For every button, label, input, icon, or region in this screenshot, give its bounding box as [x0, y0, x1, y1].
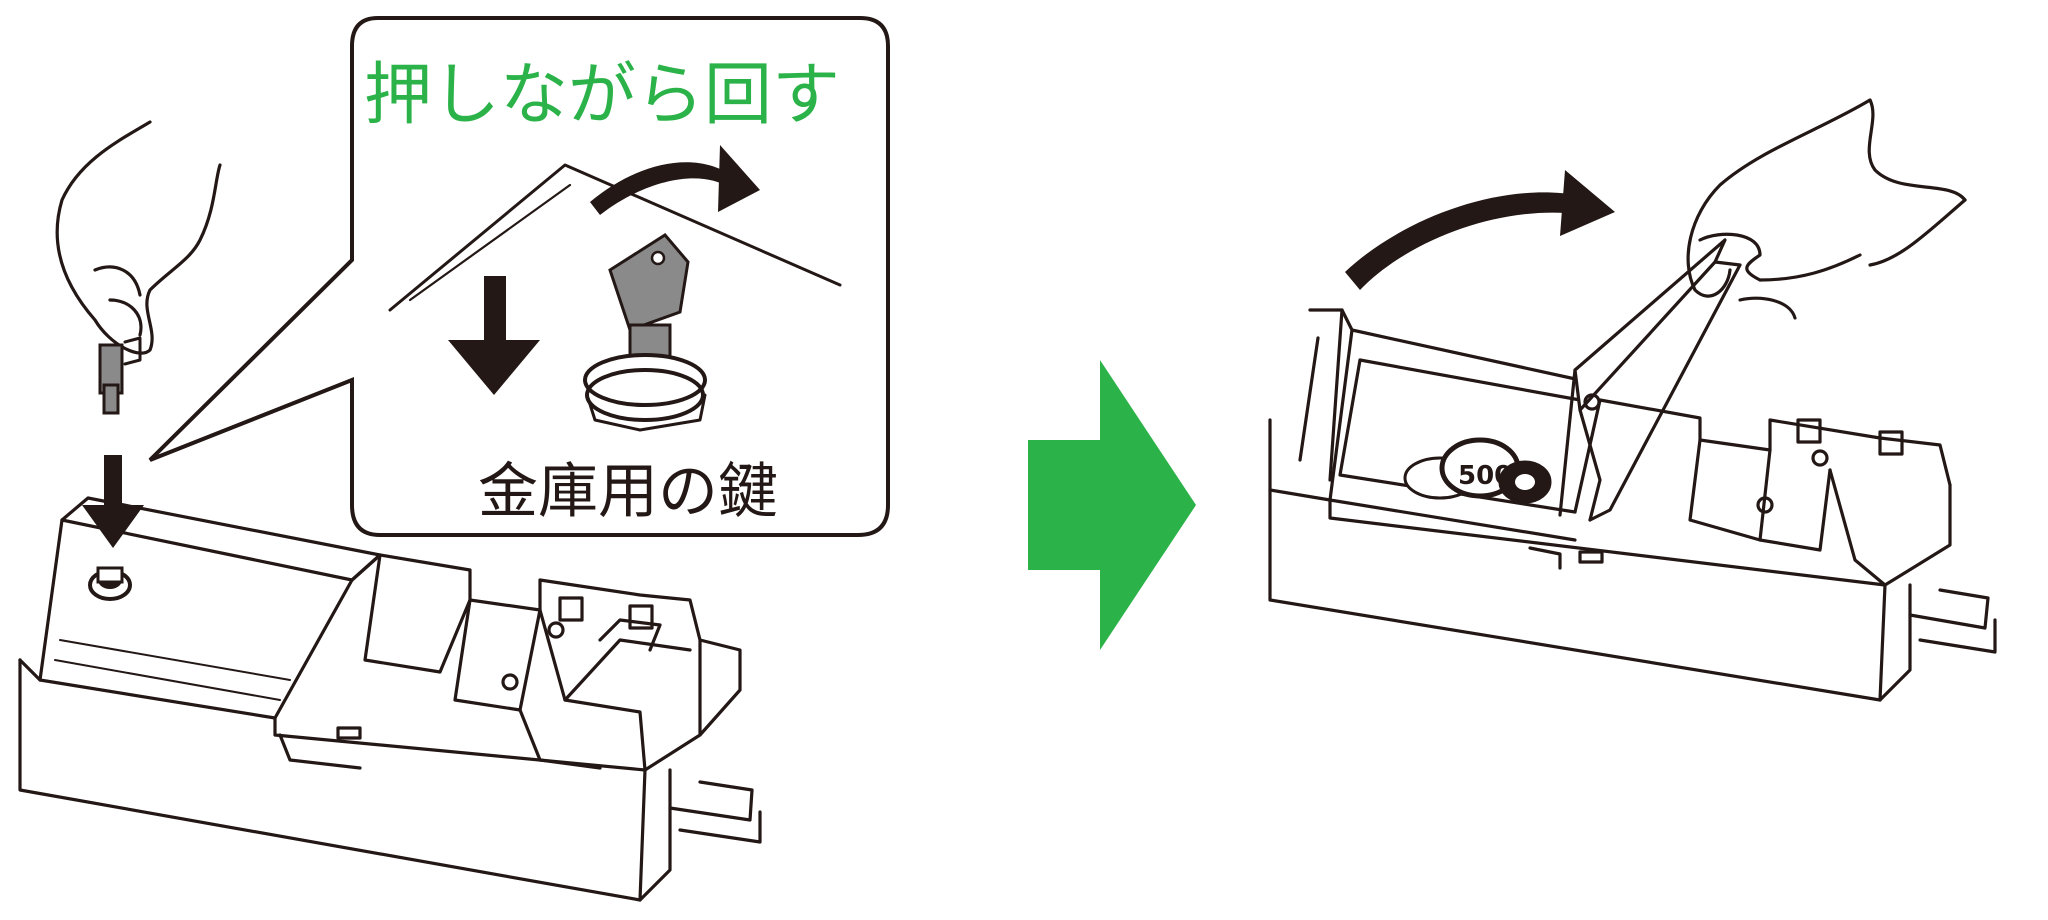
- lid-lock: [88, 566, 132, 601]
- key-label: 金庫用の鍵: [478, 457, 778, 527]
- push-down-icon: [448, 276, 540, 395]
- green-right-arrow-icon: [1028, 360, 1196, 650]
- instruction-label: 押しながら回す: [364, 56, 840, 135]
- lift-arrow-icon: [1345, 170, 1615, 290]
- curved-arrow-icon: [590, 145, 760, 215]
- raised-lid: [1558, 238, 1742, 522]
- opened-cash-box: [1268, 308, 1997, 702]
- key-in-lock: [583, 233, 707, 432]
- right-panel: 500: [1268, 98, 1997, 702]
- closed-cash-box: [18, 496, 762, 902]
- lifting-hand: [1686, 98, 1967, 320]
- down-arrow-icon: [82, 455, 144, 548]
- hand-with-key: [55, 120, 222, 415]
- left-panel: 押しながら回す 金庫用の鍵: [18, 16, 890, 902]
- callout-bubble: 押しながら回す 金庫用の鍵: [148, 16, 890, 537]
- coins: 500: [1403, 437, 1552, 504]
